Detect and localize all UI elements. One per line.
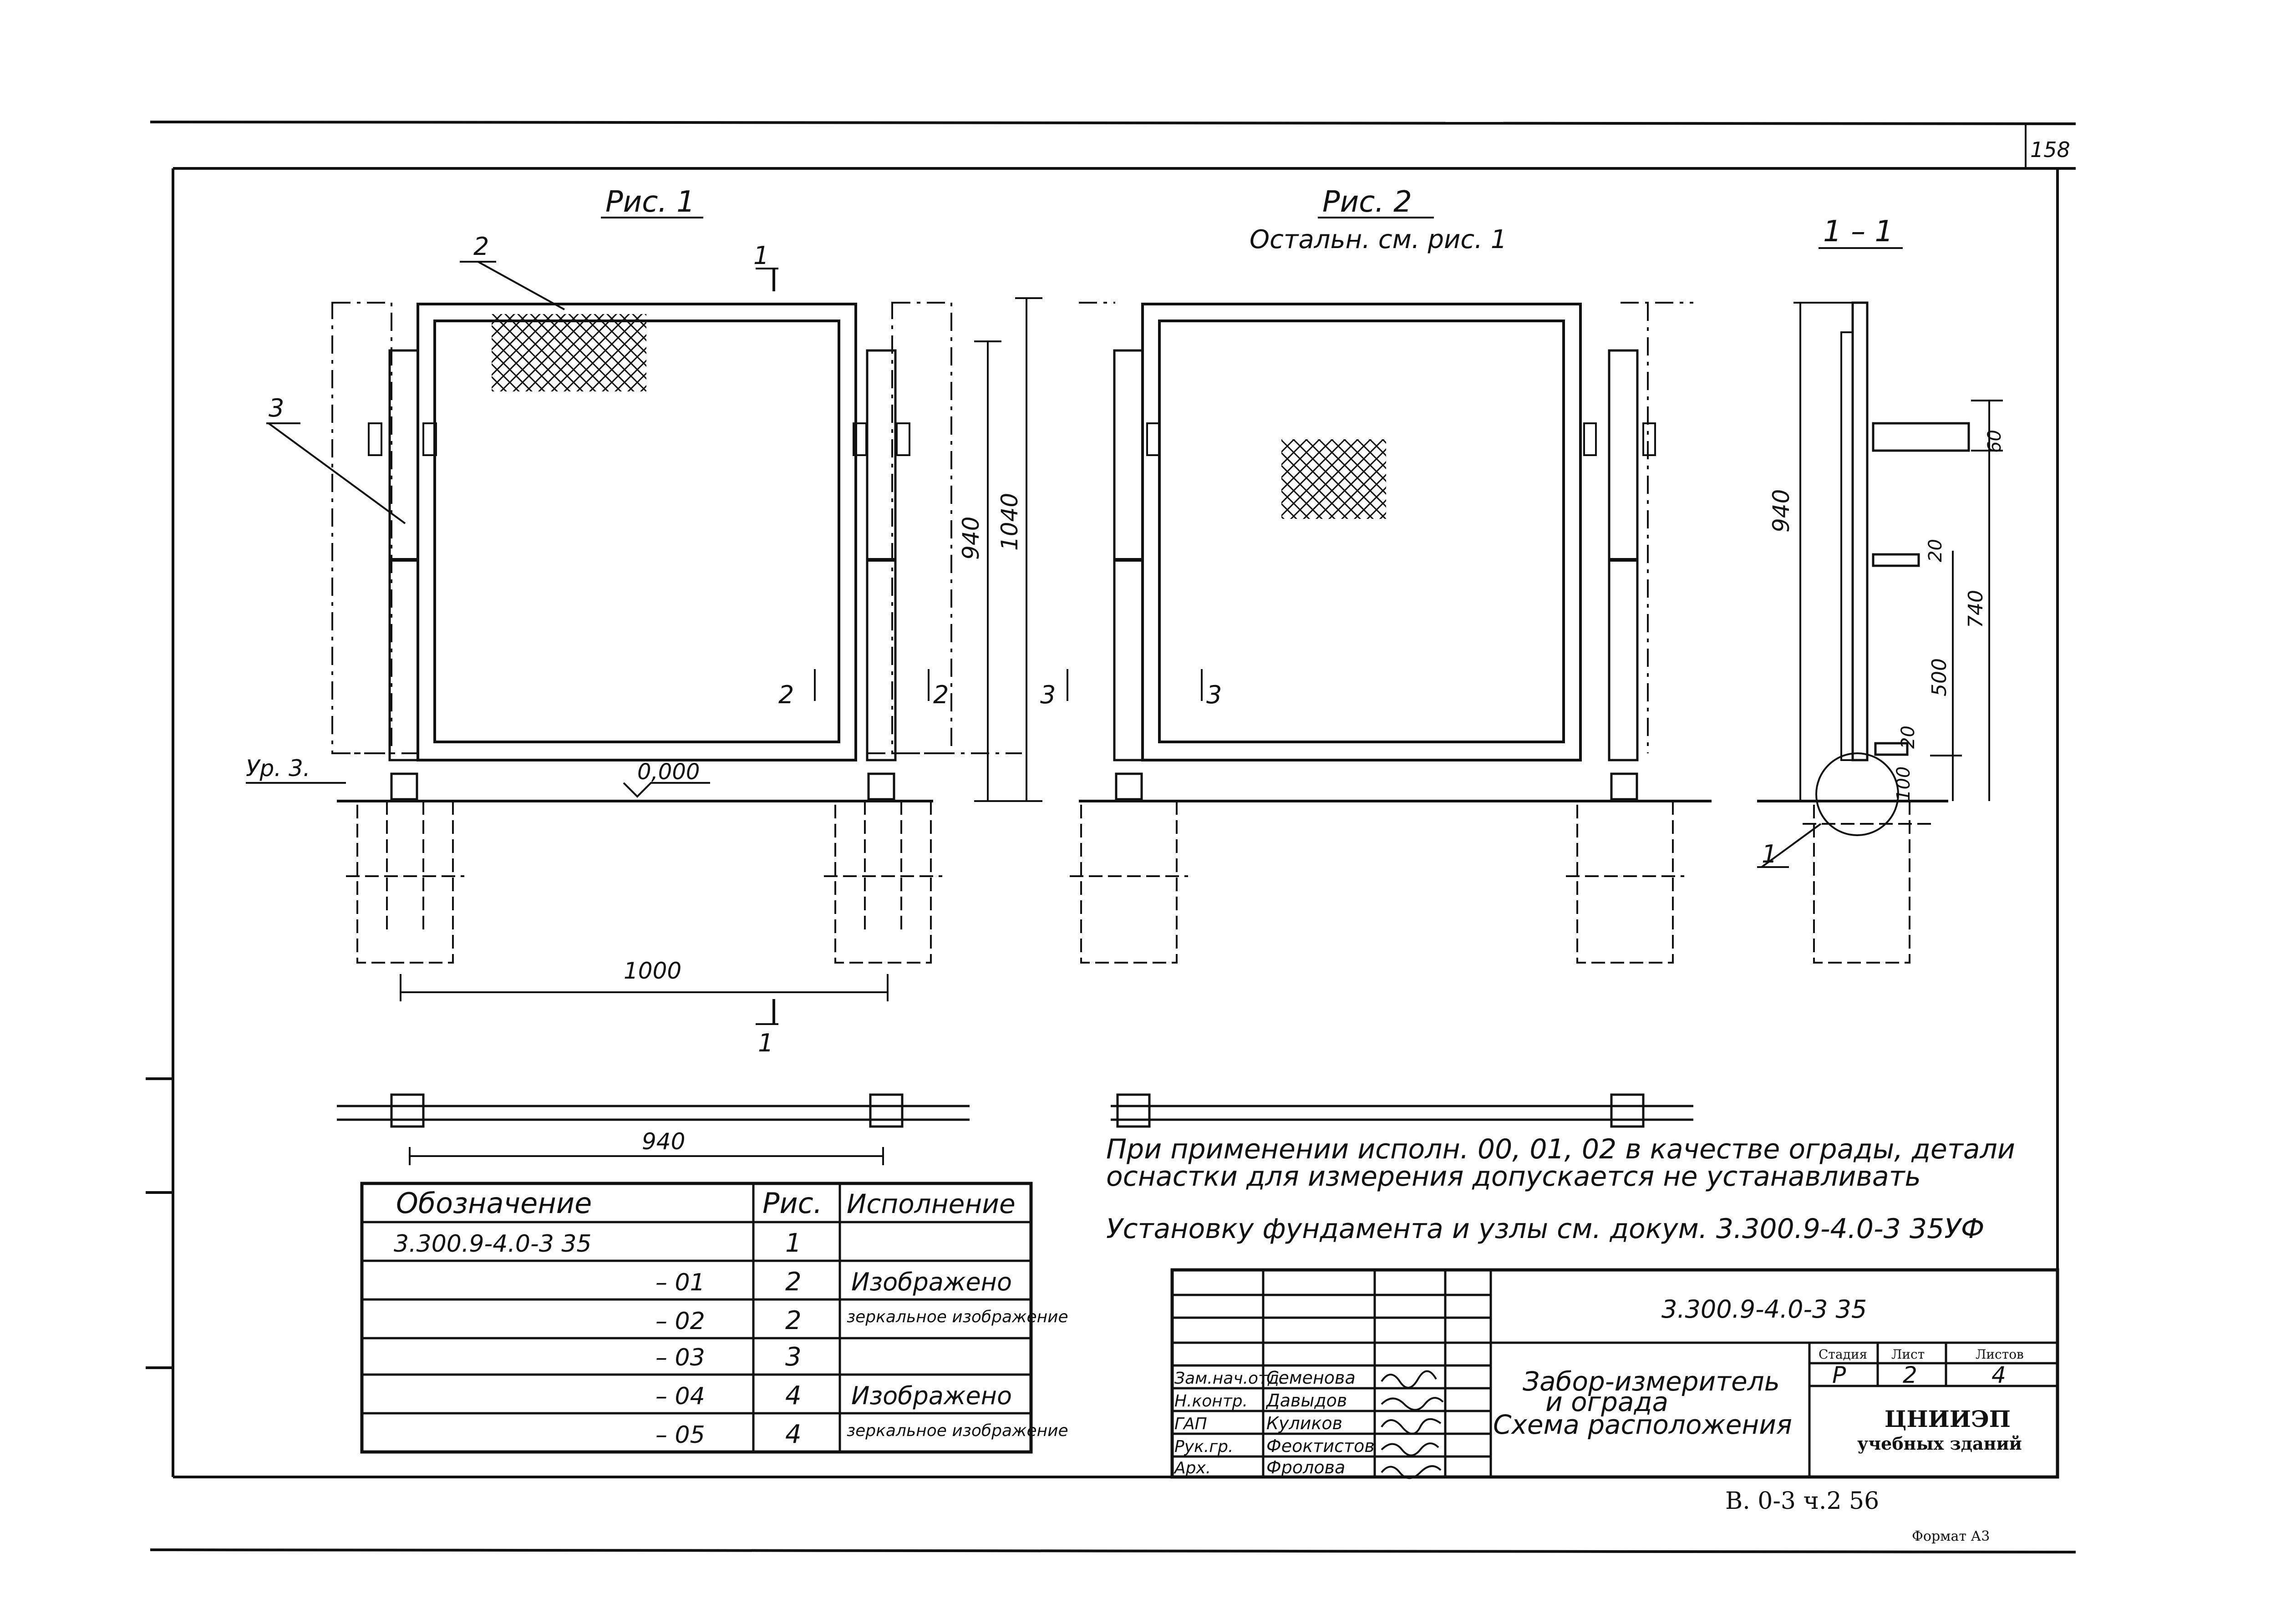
fig1-level-label: Ур. 3. (246, 755, 310, 782)
format-label: Формат А3 (1912, 1528, 1990, 1544)
fig1-dim-940: 940 (958, 517, 984, 560)
title-stage-header: Стадия (1819, 1347, 1867, 1362)
title-sheet: 2 (1903, 1362, 1917, 1388)
spec-row-5-code: – 05 (655, 1421, 705, 1449)
section-callout-1: 1 (1762, 840, 1777, 868)
fig2-mesh-hatch (1281, 439, 1386, 519)
spec-row-3-fig: 3 (785, 1342, 802, 1372)
spec-row-2-exec: зеркальное изображение (847, 1308, 1068, 1326)
spec-table (360, 1182, 1033, 1454)
spec-row-2-code: – 02 (655, 1308, 705, 1335)
fig2-section-3-right: 3 (1206, 680, 1222, 709)
staff-name-1: Давыдов (1265, 1391, 1347, 1411)
section-title: 1 – 1 (1823, 215, 1893, 249)
note-line-2: оснастки для измерения допускается не ус… (1106, 1161, 1921, 1193)
spec-row-2-fig: 2 (785, 1306, 802, 1335)
fig1-dim-1040: 1040 (996, 493, 1023, 551)
spec-row-1-fig: 2 (785, 1267, 802, 1297)
spec-row-3-code: – 03 (655, 1344, 705, 1371)
spec-row-5-fig: 4 (785, 1420, 802, 1449)
fig1-post-left (388, 349, 419, 761)
spec-header-code: Обозначение (396, 1187, 592, 1220)
fig1-plan-view (337, 1093, 970, 1165)
title-doc-code: 3.300.9-4.0-3 35 (1661, 1295, 1867, 1324)
spec-row-1-code: – 01 (655, 1269, 705, 1296)
staff-name-2: Куликов (1266, 1413, 1342, 1433)
fig1-level-value: 0,000 (637, 759, 700, 785)
staff-role-3: Рук.гр. (1174, 1437, 1233, 1456)
fig2-plan-view (1111, 1093, 1693, 1128)
figure-2 (1067, 302, 1712, 1128)
fig2-section-3-left: 3 (1040, 680, 1056, 709)
section-dim-20b: 20 (1898, 726, 1919, 749)
title-stage: Р (1832, 1362, 1846, 1388)
note-line-1: При применении исполн. 00, 01, 02 в каче… (1106, 1133, 2015, 1165)
fig1-section-2-left: 2 (778, 680, 794, 709)
staff-name-3: Феоктистов (1266, 1436, 1375, 1456)
section-dim-60: 60 (1984, 430, 2005, 453)
fig1-section-1-top: 1 (753, 241, 769, 270)
staff-name-0: Семенова (1266, 1368, 1356, 1388)
fig2-title: Рис. 2 (1322, 185, 1412, 219)
fig2-post-left (1113, 349, 1144, 761)
fig1-title: Рис. 1 (605, 185, 695, 219)
section-dim-100: 100 (1893, 766, 1914, 801)
title-org-line-1: ЦНИИЭП (1885, 1406, 2011, 1432)
spec-row-0-fig: 1 (785, 1228, 802, 1258)
archive-code: В. 0-3 ч.2 56 (1725, 1487, 1879, 1515)
section-dim-940: 940 (1768, 489, 1794, 533)
spec-header-fig: Рис. (762, 1187, 822, 1220)
section-dim-740: 740 (1964, 590, 1987, 628)
spec-row-1-exec: Изображено (851, 1268, 1012, 1296)
spec-row-5-exec: зеркальное изображение (847, 1421, 1068, 1440)
section-dim-500: 500 (1928, 658, 1951, 696)
fig1-section-1-bottom: 1 (758, 1029, 773, 1057)
note-line-3: Установку фундамента и узлы см. докум. 3… (1106, 1213, 1984, 1245)
fig1-callout-2: 2 (473, 232, 489, 261)
fig2-subtitle: Остальн. см. рис. 1 (1250, 225, 1507, 254)
title-line-3: Схема расположения (1493, 1409, 1792, 1440)
figure-1 (246, 261, 1042, 1165)
staff-name-4: Фролова (1266, 1457, 1345, 1477)
staff-role-0: Зам.нач.отд. (1174, 1369, 1284, 1388)
fig1-plan-dim-940: 940 (642, 1128, 685, 1155)
fig2-panel-frame-inner (1158, 320, 1565, 743)
section-1-1 (1757, 301, 2003, 964)
title-block (1170, 1268, 2059, 1479)
title-sheets-header: Листов (1976, 1347, 2024, 1362)
fig1-dashed-outline (331, 302, 1022, 754)
spec-row-4-fig: 4 (785, 1381, 802, 1411)
spec-row-4-exec: Изображено (851, 1381, 1012, 1410)
title-line-2: и ограда (1545, 1386, 1668, 1417)
spec-header-exec: Исполнение (847, 1188, 1016, 1219)
signatures (1381, 1370, 1444, 1479)
fig1-callout-3: 3 (269, 394, 284, 422)
title-org-line-2: учебных зданий (1857, 1433, 2022, 1454)
spec-row-0-code: 3.300.9-4.0-3 35 (394, 1230, 591, 1258)
staff-role-1: Н.контр. (1174, 1392, 1248, 1411)
fig1-dim-width: 1000 (624, 958, 681, 984)
fig2-post-right (1608, 349, 1639, 761)
fig1-foundations (346, 800, 942, 964)
sheet-frame (146, 121, 2076, 1553)
page-number: 158 (2030, 137, 2070, 162)
title-sheets: 4 (1992, 1362, 2006, 1388)
section-panel (1851, 301, 1869, 761)
spec-row-4-code: – 04 (655, 1383, 705, 1410)
fig1-mesh-hatch (492, 314, 646, 391)
title-sheet-header: Лист (1891, 1347, 1925, 1362)
staff-role-2: ГАП (1174, 1415, 1207, 1433)
section-dim-20a: 20 (1925, 539, 1946, 562)
fig1-section-2-right: 2 (933, 680, 949, 709)
title-line-1: Забор-измеритель (1523, 1366, 1780, 1397)
fig1-post-right (866, 349, 897, 761)
staff-role-4: Арх. (1174, 1459, 1211, 1477)
